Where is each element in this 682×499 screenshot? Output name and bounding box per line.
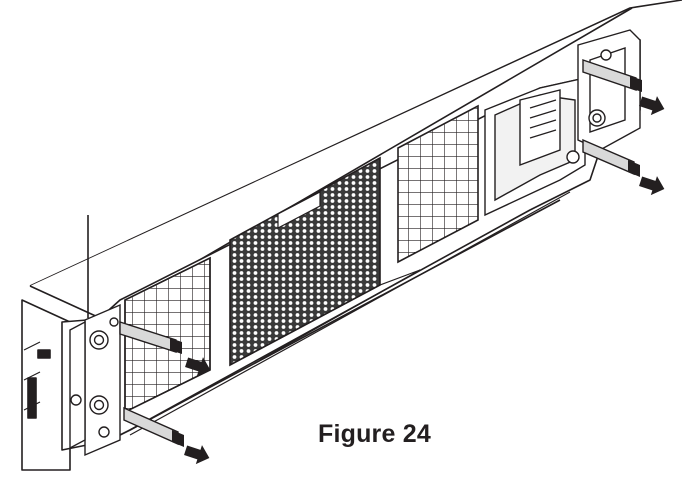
latch-lever-bottom-right — [582, 138, 640, 177]
left-end-cap — [21, 299, 71, 471]
latch-lever-top-left — [119, 321, 182, 354]
right-bay — [484, 29, 641, 217]
figure-caption: Figure 24 — [318, 420, 431, 448]
latch-lever-top-right — [582, 59, 642, 92]
push-arrow-icon — [184, 96, 665, 465]
latch-lever-bottom-left — [123, 406, 184, 447]
center-mesh-filter — [229, 156, 421, 367]
left-bracket — [69, 303, 121, 457]
chassis-top-surface — [29, 0, 682, 287]
right-vent-grill — [397, 104, 479, 264]
